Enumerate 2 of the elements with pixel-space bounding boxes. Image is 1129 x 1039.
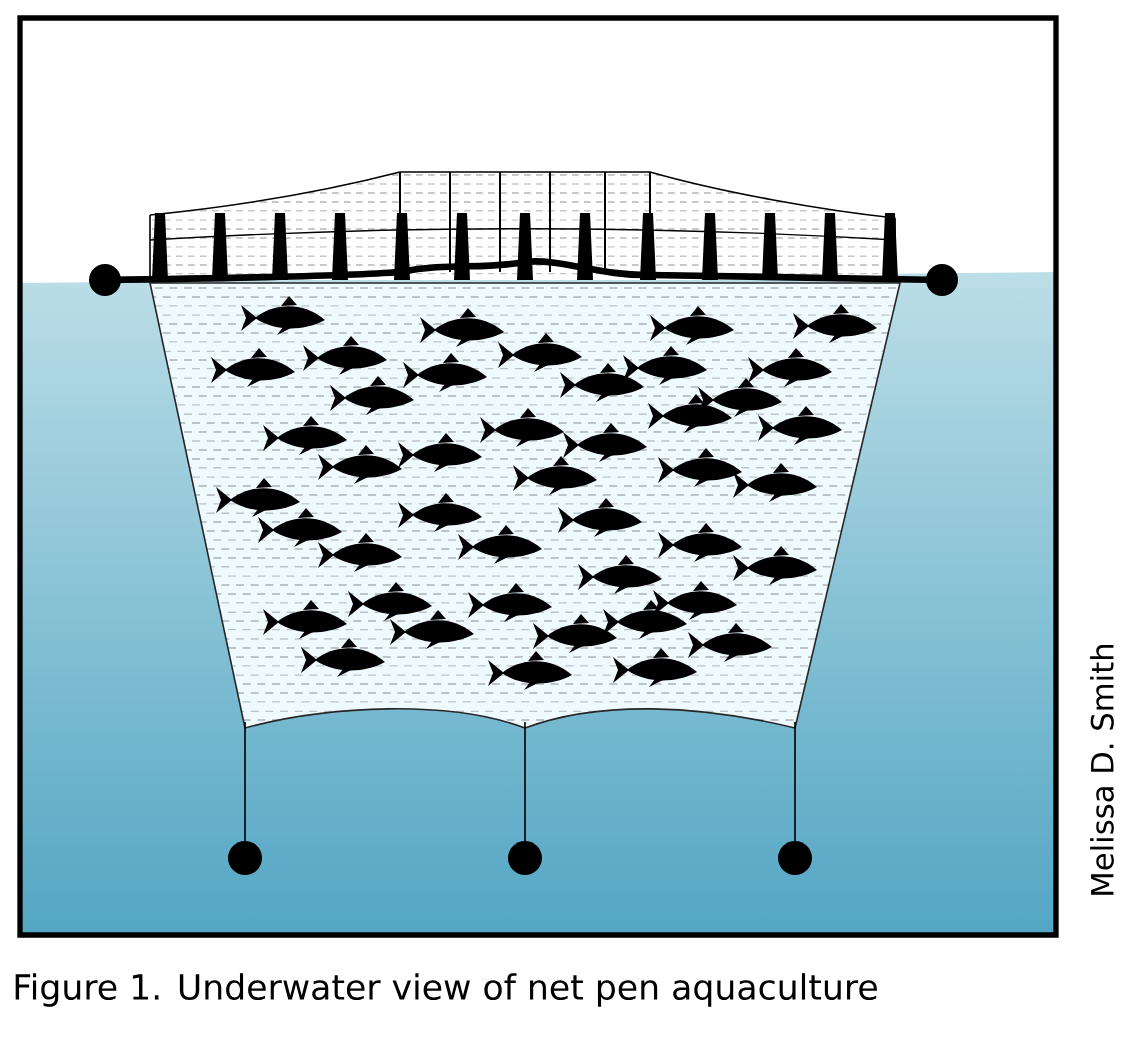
credit-text: Melissa D. Smith — [1090, 644, 1114, 895]
caption: Figure 1. Underwater view of net pen aquaculture — [15, 973, 877, 1007]
